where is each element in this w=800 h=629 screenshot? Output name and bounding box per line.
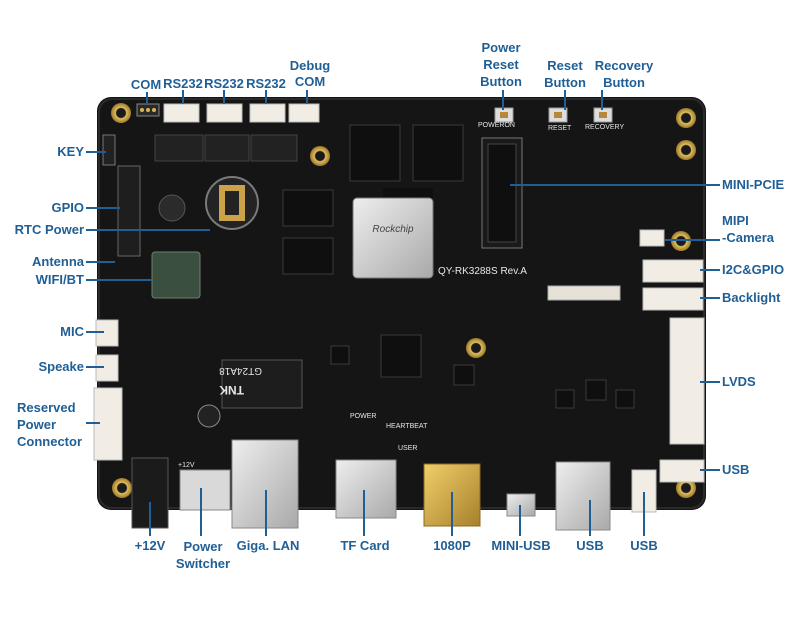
label-1080p: 1080P (433, 538, 471, 553)
label-giga-lan: Giga. LAN (236, 538, 300, 553)
wifi-module (151, 251, 201, 299)
pcb-edge (98, 98, 705, 509)
label-com: COM (130, 77, 162, 92)
label-plus-12v: +12V (134, 538, 166, 553)
label-mini-usb: MINI-USB (491, 538, 551, 553)
silk-heartbeat-text: HEARTBEAT (386, 423, 428, 430)
label-antenna: Antenna (32, 254, 84, 269)
electrolytic-capacitor (197, 404, 221, 428)
label-power-switcher: Power Switcher (175, 539, 231, 571)
silk-power-text: POWER (350, 413, 376, 420)
label-gpio: GPIO (51, 200, 84, 215)
leader-lines (86, 90, 720, 536)
silkscreen-text: QY-RK3288S Rev.A POWERON RESET RECOVERY … (178, 122, 624, 469)
left-headers (93, 134, 141, 461)
label-usb-right: USB (722, 462, 750, 477)
label-backlight: Backlight (722, 290, 781, 305)
top-connectors (136, 103, 320, 123)
label-debug-com: Debug COM (289, 58, 331, 89)
label-usb-bottom-b: USB (630, 538, 658, 553)
label-mic: MIC (60, 324, 84, 339)
tact-buttons (494, 107, 613, 123)
label-reset-button: Reset Button (544, 58, 586, 90)
label-rs232-b: RS232 (204, 76, 244, 91)
label-usb-bottom-a: USB (576, 538, 604, 553)
label-mipi-camera: MIPI -Camera (722, 213, 775, 245)
silk-poweron-text: POWERON (478, 122, 515, 129)
label-lvds: LVDS (722, 374, 756, 389)
label-speaker: Speake (38, 359, 84, 374)
label-rs232-c: RS232 (246, 76, 286, 91)
silk-recovery-text: RECOVERY (585, 124, 624, 131)
board-model-text: QY-RK3288S Rev.A (438, 266, 527, 277)
label-rs232-a: RS232 (163, 76, 203, 91)
label-i2c-gpio: I2C&GPIO (722, 262, 785, 277)
label-key: KEY (57, 144, 84, 159)
chips: Rockchip (151, 124, 635, 409)
silk-user-text: USER (398, 445, 417, 452)
soc-chip (352, 197, 434, 279)
silk-12v-text: +12V (178, 462, 195, 469)
lan-chip-brand-text: TNK (219, 383, 244, 397)
soc-brand-text: Rockchip (372, 224, 414, 235)
mounting-holes (111, 103, 696, 498)
lan-magnetics (221, 359, 303, 409)
label-reserved-power-connector: Reserved Power Connector (17, 400, 82, 449)
mini-pcie-slot (481, 137, 523, 249)
label-power-reset-button: Power Reset Button (480, 40, 522, 89)
silk-reset-text: RESET (548, 125, 572, 132)
label-mini-pcie: MINI-PCIE (722, 177, 785, 192)
right-connectors (547, 229, 705, 483)
label-rtc-power: RTC Power (14, 222, 84, 237)
label-tf-card: TF Card (340, 538, 390, 553)
label-recovery-button: Recovery Button (594, 58, 654, 90)
label-wifi-bt: WIFI/BT (35, 272, 84, 287)
lan-chip-model-text: GT24A18 (219, 365, 262, 376)
